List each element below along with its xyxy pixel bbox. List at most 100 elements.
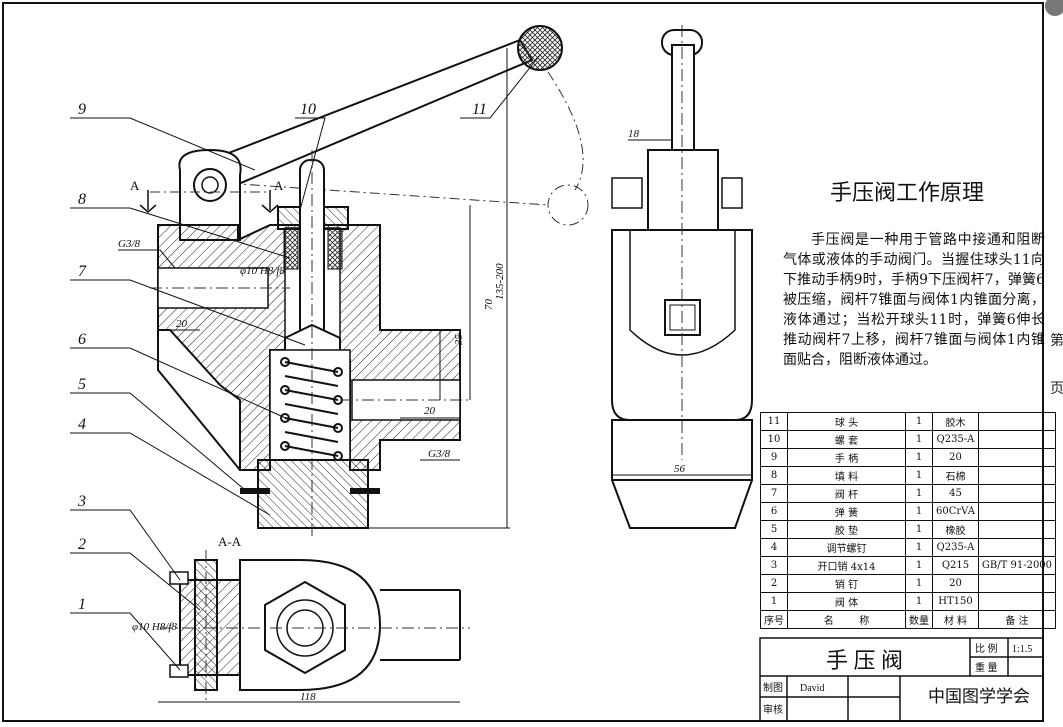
organization: 中国图学学会 — [928, 687, 1030, 706]
drawn-label: 制图 — [763, 681, 783, 694]
callout-2: 2 — [78, 536, 86, 553]
bom-cell-material: Q235-A — [932, 538, 979, 557]
bom-cell-name: 填 料 — [787, 466, 906, 485]
bom-cell-name: 调节螺钉 — [787, 538, 906, 557]
bom-header-note: 备 注 — [977, 610, 1057, 629]
fit-bottom: φ10 H8/f8 — [132, 621, 177, 633]
bom-header-no: 序号 — [760, 610, 788, 629]
dim-70: 70 — [483, 299, 495, 311]
callout-8: 8 — [78, 191, 86, 208]
bom-header-name: 名 称 — [787, 610, 906, 629]
thread-g38-bottom: G3/8 — [428, 448, 451, 460]
bom-cell-no: 11 — [760, 412, 788, 431]
bom-cell-note — [977, 466, 1057, 485]
bom-cell-no: 6 — [760, 502, 788, 521]
section-view-aa — [70, 509, 470, 703]
bom-cell-qty: 1 — [905, 448, 933, 467]
checked-label: 审核 — [763, 703, 783, 716]
explanation-body: 手压阀是一种用于管路中接通和阻断气体或液体的手动阀门。当握住球头11向下推动手柄… — [783, 232, 1045, 368]
side-view — [611, 25, 753, 529]
callout-11: 11 — [472, 101, 487, 118]
bom-cell-name: 手 柄 — [787, 448, 906, 467]
bom-cell-note — [977, 430, 1057, 449]
callout-3: 3 — [77, 493, 86, 510]
bom-header-row: 序号 名 称 数量 材 料 备 注 — [760, 610, 1057, 629]
bom-cell-no: 5 — [760, 520, 788, 539]
weight-label: 重 量 — [975, 661, 998, 674]
section-mark-left: A — [130, 178, 140, 193]
bom-cell-qty: 1 — [905, 466, 933, 485]
dim-20-left: 20 — [176, 318, 188, 330]
corner-badge — [1045, 0, 1063, 16]
thread-g38-top: G3/8 — [118, 238, 141, 250]
bom-cell-note — [977, 412, 1057, 431]
bom-cell-qty: 1 — [905, 520, 933, 539]
packing — [283, 228, 299, 270]
bom-cell-material: Q235-A — [932, 430, 979, 449]
dim-20-right: 20 — [424, 405, 436, 417]
bom-cell-note: GB/T 91-2000 — [977, 556, 1057, 575]
bom-cell-no: 7 — [760, 484, 788, 503]
bom-cell-name: 胶 垫 — [787, 520, 906, 539]
bom-cell-qty: 1 — [905, 430, 933, 449]
bom-cell-name: 阀 体 — [787, 592, 906, 611]
bom-cell-material: HT150 — [932, 592, 979, 611]
bom-cell-no: 1 — [760, 592, 788, 611]
explanation-title: 手压阀工作原理 — [830, 181, 985, 206]
dim-18: 18 — [628, 128, 640, 140]
bom-cell-material: 60CrVA — [932, 502, 979, 521]
bom-cell-qty: 1 — [905, 592, 933, 611]
bom-cell-qty: 1 — [905, 502, 933, 521]
callout-6: 6 — [78, 331, 86, 348]
title-block-frame — [759, 637, 1044, 722]
bom-cell-name: 螺 套 — [787, 430, 906, 449]
bom-cell-name: 球 头 — [787, 412, 906, 431]
edge-char-2: 页 — [1050, 381, 1063, 397]
bom-cell-material: 20 — [932, 448, 979, 467]
bom-cell-name: 弹 簧 — [787, 502, 906, 521]
callout-9: 9 — [78, 101, 86, 118]
scale-value: 1:1.5 — [1012, 644, 1032, 655]
dim-35: 35 — [453, 334, 465, 347]
bom-header-qty: 数量 — [905, 610, 933, 629]
callout-4: 4 — [78, 416, 86, 433]
dim-56: 56 — [674, 463, 686, 475]
bom-cell-note — [977, 448, 1057, 467]
bom-cell-material: 胶木 — [932, 412, 979, 431]
callout-1: 1 — [78, 596, 86, 613]
bom-cell-no: 8 — [760, 466, 788, 485]
bom-cell-material: 45 — [932, 484, 979, 503]
dim-118: 118 — [300, 691, 316, 703]
fit-top: φ10 H8/f8 — [240, 265, 285, 277]
callout-10: 10 — [300, 101, 316, 118]
callout-7: 7 — [78, 263, 87, 280]
bom-cell-material: Q215 — [932, 556, 979, 575]
scale-label: 比 例 — [975, 642, 998, 655]
bom-cell-no: 4 — [760, 538, 788, 557]
bom-cell-material: 橡胶 — [932, 520, 979, 539]
bom-cell-qty: 1 — [905, 556, 933, 575]
bom-cell-note — [977, 574, 1057, 593]
bom-cell-no: 2 — [760, 574, 788, 593]
ball-knob — [517, 25, 563, 71]
bom-cell-qty: 1 — [905, 484, 933, 503]
drawing-name: 手 压 阀 — [826, 648, 903, 673]
bom-cell-qty: 1 — [905, 412, 933, 431]
bom-cell-note — [977, 520, 1057, 539]
bom-cell-name: 开口销 4x14 — [787, 556, 906, 575]
section-view-title: A-A — [218, 534, 242, 549]
bom-cell-material: 石棉 — [932, 466, 979, 485]
